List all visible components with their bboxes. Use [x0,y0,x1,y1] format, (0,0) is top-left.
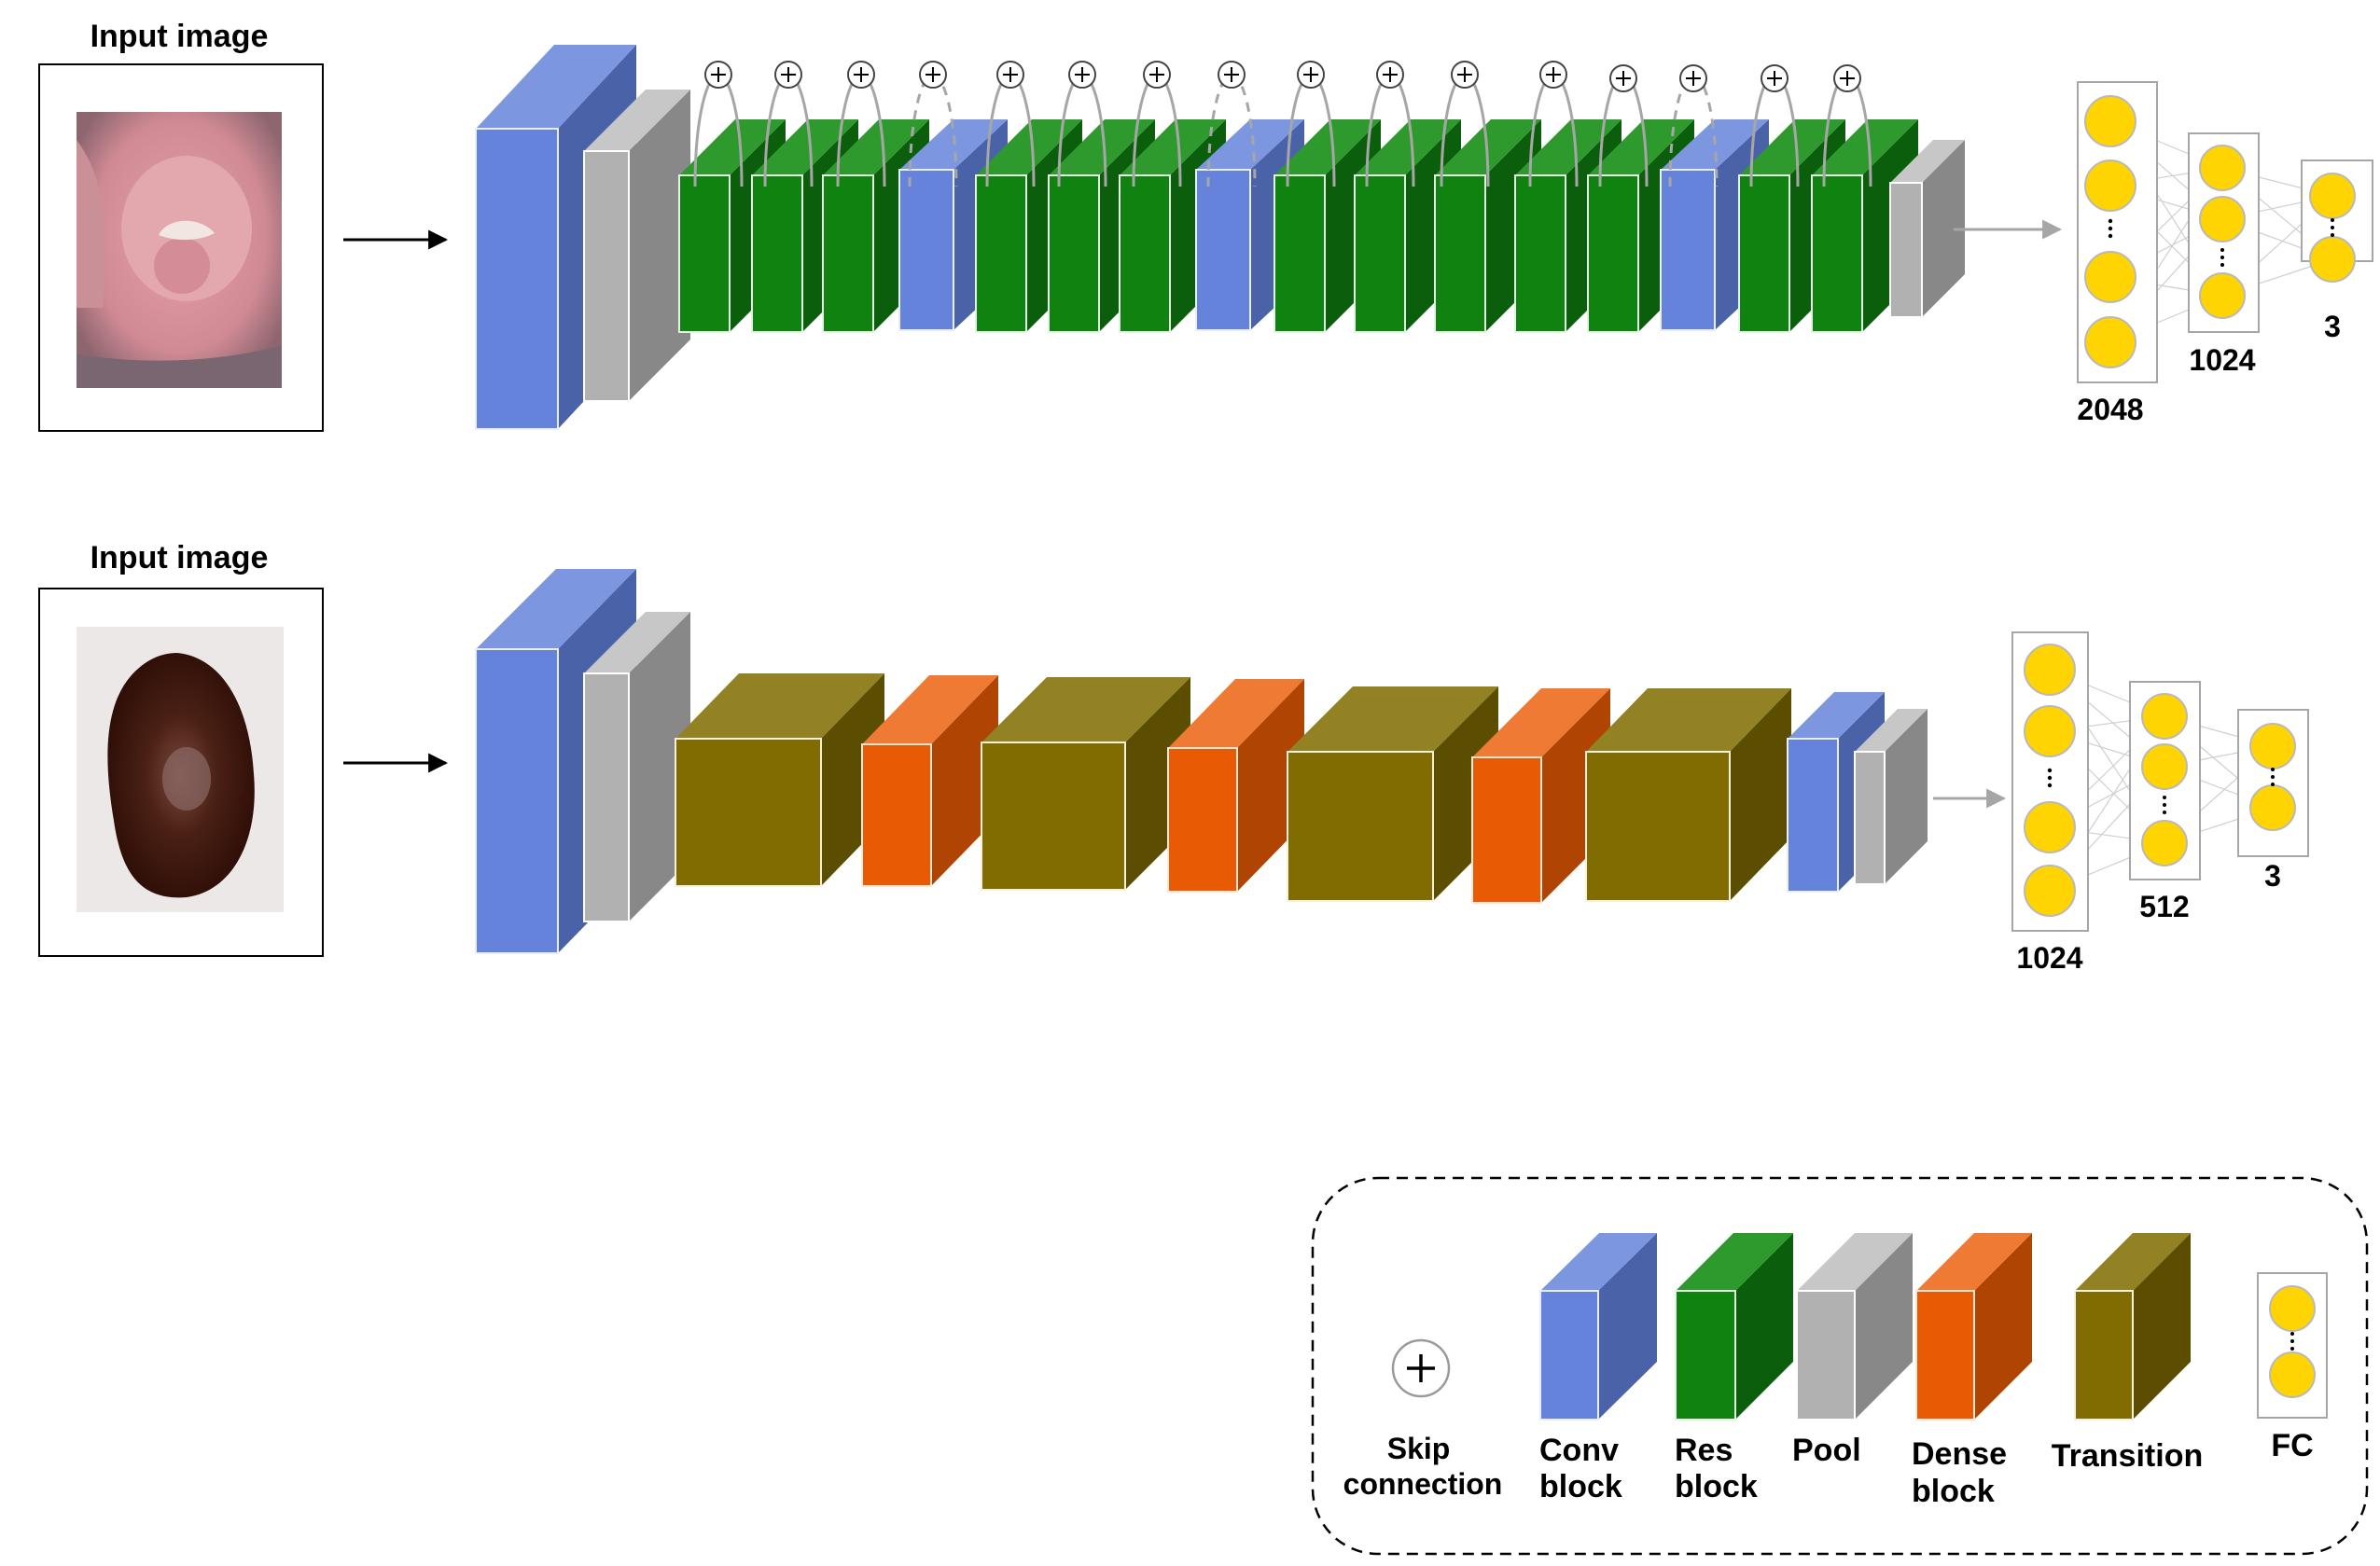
ellipsis-icon [2290,1332,2294,1351]
top-pool-block [583,90,690,402]
top-blocks [475,45,1965,430]
neuron [2024,705,2076,757]
neuron [2141,743,2188,790]
bottom-dense-block [675,673,884,887]
neuron [2024,644,2076,696]
plus-node-icon [919,61,947,89]
bottom-dense-block [1585,688,1791,902]
plus-node-icon [1218,61,1246,89]
bottom-pool-block [583,612,690,922]
fc-neurons [2024,644,2296,917]
neuron [2199,272,2246,319]
top-fc-layers: 2048 1024 3 [2077,81,2373,426]
legend-item-transition: Transition [2052,1233,2203,1474]
bottom-pool-block [1854,709,1928,885]
plus-node-icon [1539,61,1567,89]
fc-neurons [2084,95,2356,368]
bottom-fc-connections [2049,669,2274,892]
neuron [2141,820,2188,866]
neuron [2249,784,2296,831]
legend-label: Res block [1675,1433,1758,1504]
neuron [2084,251,2136,303]
legend-item-fc: FC [2257,1272,2328,1463]
fc-size-label: 512 [2139,890,2189,923]
legend-label: Transition [2052,1438,2203,1474]
fc-size-label: 1024 [2189,343,2255,377]
top-fc-connections [2109,120,2333,343]
top-pool-block [1889,140,1965,318]
neuron [2084,316,2136,368]
plus-node-icon [704,61,732,89]
neuron [2309,173,2356,219]
neuron [2269,1285,2316,1332]
neuron [2249,723,2296,769]
legend-item-pool: Pool [1792,1233,1913,1468]
plus-node-icon [1391,1338,1451,1398]
plus-node-icon [1451,61,1479,89]
bottom-transition-block [1167,679,1304,893]
bottom-input-image [77,627,284,912]
top-input-image [77,112,282,388]
fc-size-label: 3 [2324,310,2341,343]
bottom-network: Input image [38,540,2309,975]
plus-node-icon [1833,64,1861,92]
neuron [2269,1351,2316,1398]
top-network: Input image [38,19,2373,432]
bottom-blocks [475,569,1928,954]
plus-node-icon [1609,64,1637,92]
neuron [2199,145,2246,191]
top-res-block [1274,119,1381,333]
legend-label: Dense block [1912,1436,2016,1509]
legend-label: Pool [1792,1433,1861,1468]
bottom-dense-block [1287,686,1498,902]
legend: Skip connection Conv block Res block [1311,1176,2369,1556]
plus-node-icon [1068,61,1096,89]
fc-size-label: 2048 [2077,393,2143,426]
bottom-input-title: Input image [90,540,269,575]
neuron [2309,236,2356,283]
legend-item-dense: Dense block [1912,1233,2032,1509]
bottom-dense-block [981,677,1190,891]
legend-item-conv: Conv block [1539,1233,1657,1504]
plus-node-icon [847,61,875,89]
neuron [2024,865,2076,917]
plus-node-icon [1297,61,1325,89]
plus-node-icon [996,61,1024,89]
plus-node-icon [1376,61,1404,89]
neuron [2199,196,2246,243]
ellipsis-icon [2047,768,2275,814]
plus-node-icon [1143,61,1171,89]
fc-size-label: 3 [2264,859,2281,893]
neuron [2084,159,2136,212]
legend-label: FC [2271,1428,2313,1463]
legend-item-res: Res block [1675,1233,1793,1504]
legend-label: Skip connection [1343,1432,1503,1501]
legend-label: Conv block [1539,1433,1627,1504]
neuron [2141,693,2188,740]
neuron [2084,95,2136,147]
legend-item-skip: Skip connection [1343,1338,1503,1501]
bottom-fc-layers: 1024 512 3 [2011,631,2309,975]
plus-node-icon [1761,64,1788,92]
plus-node-icon [774,61,802,89]
ellipsis-icon [2108,218,2334,267]
neuron [2024,801,2076,853]
fc-size-label: 1024 [2016,941,2082,975]
plus-node-icon [1679,64,1707,92]
top-input-title: Input image [90,19,269,54]
top-skip-add-nodes [704,61,1861,92]
